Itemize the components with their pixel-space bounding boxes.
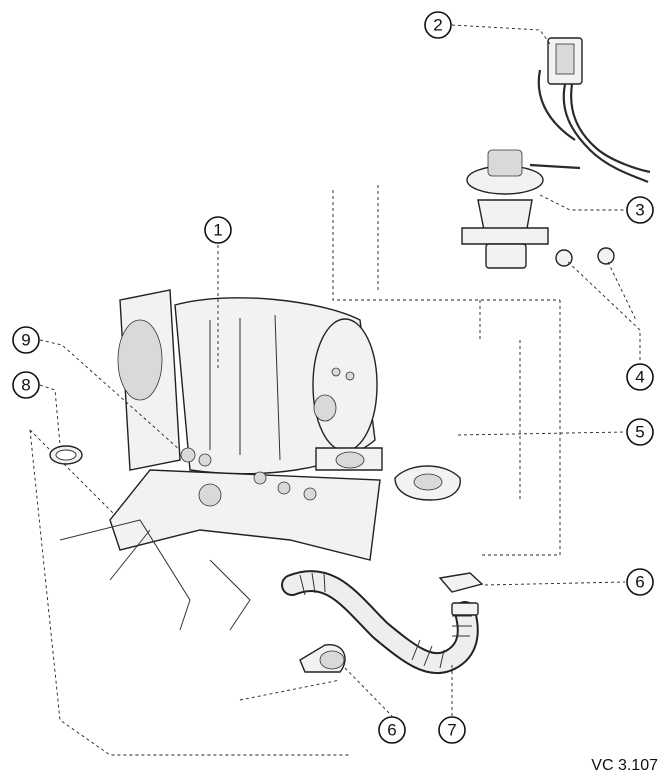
callout-number: 9 bbox=[21, 331, 30, 350]
egr-valve bbox=[461, 149, 581, 269]
seal-ring bbox=[49, 445, 83, 465]
callout-number: 5 bbox=[635, 423, 644, 442]
callout-7: 7 bbox=[438, 716, 466, 744]
callout-2: 2 bbox=[424, 11, 452, 39]
callout-6-clamp-lower: 6 bbox=[378, 716, 406, 744]
egr-valve-nuts bbox=[555, 247, 615, 267]
assembly-guide-lines bbox=[29, 185, 561, 756]
callout-number: 4 bbox=[635, 368, 644, 387]
callout-number: 8 bbox=[21, 376, 30, 395]
egr-gasket bbox=[394, 465, 461, 501]
exhaust-manifold-catalyst bbox=[59, 289, 383, 631]
callout-number: 6 bbox=[635, 573, 644, 592]
callout-3: 3 bbox=[626, 196, 654, 224]
callout-number: 7 bbox=[447, 721, 456, 740]
callout-4: 4 bbox=[626, 363, 654, 391]
callout-number: 6 bbox=[387, 721, 396, 740]
callout-number: 2 bbox=[433, 16, 442, 35]
callout-9: 9 bbox=[12, 326, 40, 354]
egr-pipe bbox=[281, 570, 479, 675]
callout-6-clamp-upper: 6 bbox=[626, 568, 654, 596]
egr-solenoid-valve bbox=[537, 37, 651, 183]
callout-1: 1 bbox=[204, 216, 232, 244]
callout-5: 5 bbox=[626, 418, 654, 446]
hose-clamps bbox=[299, 572, 484, 673]
callout-number: 3 bbox=[635, 201, 644, 220]
callout-8: 8 bbox=[12, 371, 40, 399]
callout-leaders bbox=[39, 24, 641, 717]
figure-reference-code: VC 3.107 bbox=[591, 757, 658, 774]
callout-number: 1 bbox=[213, 221, 222, 240]
